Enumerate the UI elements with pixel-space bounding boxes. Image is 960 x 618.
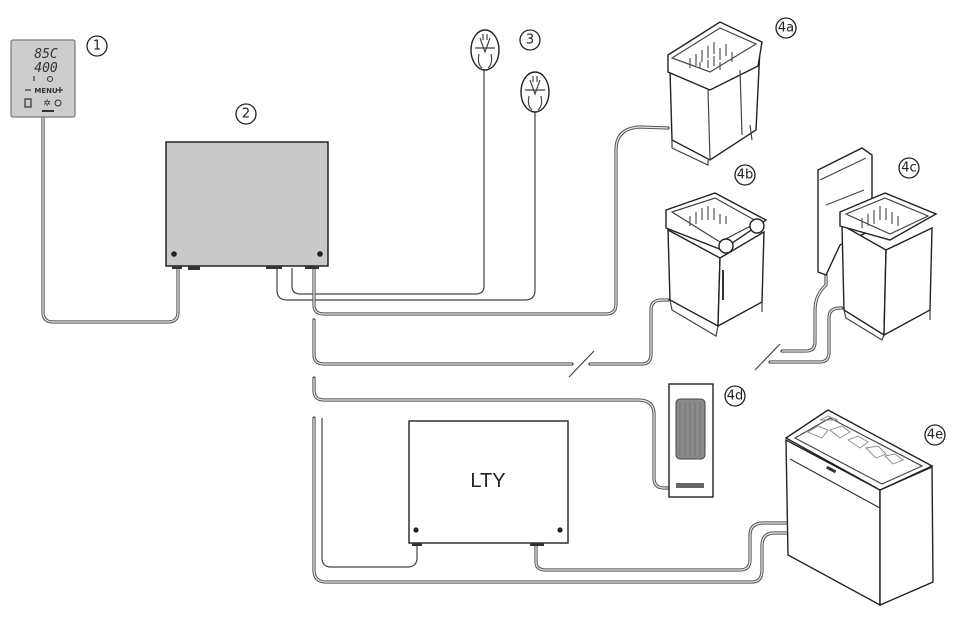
cable-heater-4c — [754, 273, 844, 371]
panel-door-icon — [24, 98, 32, 108]
power-unit-lty: LTY — [408, 420, 569, 546]
temperature-sensor-2 — [520, 71, 550, 113]
panel-display-line2: 400 — [34, 61, 58, 76]
callout-2: 2 — [235, 103, 257, 125]
cable-panel-to-control-unit — [41, 115, 180, 324]
cable-sensor-b — [276, 110, 536, 301]
control-unit — [165, 141, 329, 270]
screw-icon — [171, 251, 177, 257]
heater-4e — [784, 409, 934, 607]
callout-3: 3 — [519, 29, 541, 51]
heating-elements — [689, 42, 733, 70]
cable-heater-4a — [312, 125, 670, 316]
heating-elements — [861, 206, 899, 228]
panel-plus-icon[interactable] — [57, 87, 63, 93]
svg-text:4d: 4d — [727, 389, 744, 404]
cable-to-lty — [312, 416, 790, 584]
cable-heater-4b — [312, 298, 670, 378]
trim-line — [789, 458, 881, 509]
panel-logo — [42, 110, 54, 112]
cable-gland — [412, 543, 422, 546]
heater-4c — [817, 147, 938, 341]
heater-4a — [667, 21, 763, 166]
heater-4b — [665, 192, 768, 337]
control-unit-body — [165, 141, 329, 267]
cable-gland — [172, 266, 182, 269]
logo-plate — [826, 465, 837, 474]
callout-4a: 4a — [775, 17, 797, 39]
callout-4e: 4e — [924, 424, 946, 446]
panel-light-icon[interactable]: ✲ — [43, 99, 51, 109]
cable-gland — [305, 266, 319, 269]
screw-icon — [557, 527, 563, 533]
svg-text:4c: 4c — [901, 161, 916, 176]
heating-elements — [689, 206, 727, 226]
cable-heater-4d — [312, 376, 674, 490]
cable-gland — [266, 266, 282, 269]
panel-clock-icon — [47, 76, 53, 82]
control-panel-body — [10, 39, 76, 118]
callout-4c: 4c — [898, 157, 920, 179]
cable-sensor-a — [291, 70, 485, 295]
cable-gland — [188, 266, 200, 270]
control-strip — [676, 483, 704, 488]
cable-gland — [530, 543, 544, 546]
panel-menu-button[interactable]: MENU — [34, 87, 58, 95]
lty-body — [408, 420, 569, 544]
svg-text:4a: 4a — [778, 21, 794, 36]
svg-text:3: 3 — [526, 33, 534, 48]
panel-fan-icon[interactable] — [54, 99, 62, 107]
stones — [807, 415, 904, 465]
screw-icon — [317, 251, 323, 257]
heater-4d — [668, 383, 714, 498]
heating-element-grid — [675, 398, 706, 460]
svg-text:4b: 4b — [737, 168, 754, 183]
screw-icon — [413, 527, 419, 533]
callout-4d: 4d — [724, 385, 746, 407]
grid-pattern — [679, 402, 701, 456]
callout-1: 1 — [86, 35, 108, 57]
svg-text:2: 2 — [242, 107, 250, 122]
control-panel: 85C 400 MENU ✲ — [10, 39, 76, 118]
lty-label: LTY — [470, 470, 505, 492]
cables — [41, 70, 844, 584]
panel-display-line1: 85C — [34, 47, 58, 62]
svg-text:1: 1 — [93, 39, 101, 54]
callout-4b: 4b — [734, 164, 756, 186]
temperature-sensor-1 — [470, 29, 500, 71]
svg-text:4e: 4e — [927, 428, 943, 443]
